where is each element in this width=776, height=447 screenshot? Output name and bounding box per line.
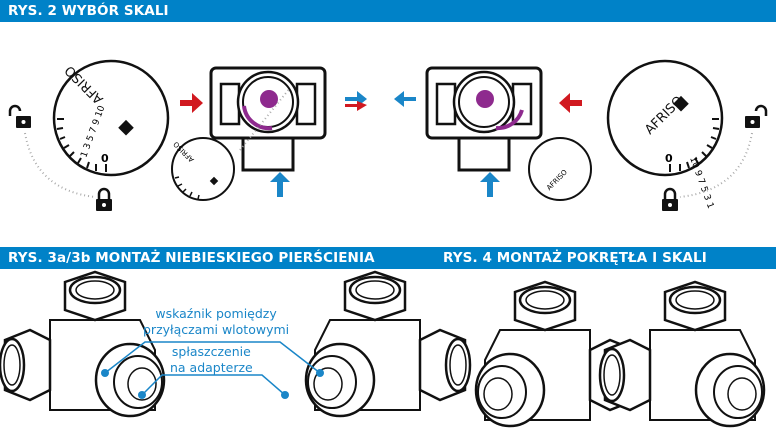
inlet-arrow-red-right	[559, 93, 582, 113]
fig4-title: RYS. 4 MONTAŻ POKRĘTŁA I SKALI	[443, 250, 707, 266]
svg-text:0: 0	[101, 152, 109, 165]
lock-icon	[94, 187, 114, 213]
scale-dial-small-right: AFRISO	[528, 137, 592, 201]
label-indicator: wskaźnik pomiędzy przyłączami wlotowymi	[143, 306, 290, 337]
fig2-title: RYS. 2 WYBÓR SKALI	[8, 3, 169, 19]
valve-right	[425, 66, 543, 172]
label-flat: spłaszczenie na adapterze	[170, 344, 253, 375]
scale-dial-small-left: AFRISO	[171, 137, 235, 201]
fig2-header: RYS. 2 WYBÓR SKALI	[0, 0, 776, 22]
unlock-icon	[8, 104, 33, 130]
svg-text:10 9 7 5 3 1: 10 9 7 5 3 1	[687, 156, 715, 211]
inlet-arrow-blue	[270, 172, 290, 197]
lock-icon-right	[660, 187, 680, 213]
valve-knob-3d-right	[598, 280, 766, 428]
outlet-arrow-mixed-right	[394, 91, 416, 107]
svg-text:0: 0	[665, 152, 673, 165]
valve-3d-right	[304, 270, 472, 418]
unlock-icon-right	[743, 104, 768, 130]
inlet-arrow-red	[180, 93, 203, 113]
inlet-arrow-blue-right	[480, 172, 500, 197]
fig3-fig4-header: RYS. 3a/3b MONTAŻ NIEBIESKIEGO PIERŚCIEN…	[0, 247, 776, 269]
fig3-title: RYS. 3a/3b MONTAŻ NIEBIESKIEGO PIERŚCIEN…	[8, 250, 375, 266]
scale-dial-left: AFRISO 0 1 3 5 7 9 10	[52, 59, 170, 177]
scale-dial-right: AFRISO 0 10 9 7 5 3 1	[606, 59, 724, 211]
afriso-logo-icon	[118, 119, 134, 136]
